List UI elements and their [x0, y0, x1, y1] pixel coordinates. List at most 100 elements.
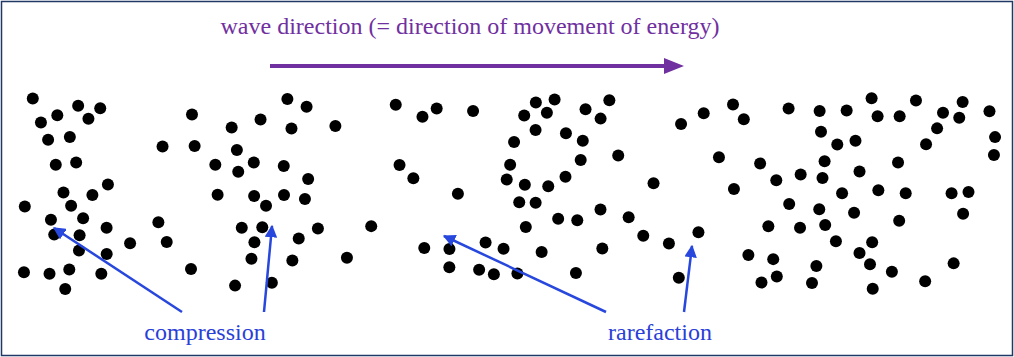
- particle: [742, 249, 754, 261]
- leader-lines: [54, 226, 692, 312]
- particle: [157, 140, 169, 152]
- particle: [692, 226, 704, 238]
- particle: [124, 237, 136, 249]
- particle: [815, 126, 827, 138]
- particle: [849, 135, 861, 147]
- particle: [893, 215, 905, 227]
- particle: [480, 236, 492, 248]
- particle: [957, 208, 969, 220]
- particle: [27, 92, 39, 104]
- compression-label: compression: [144, 319, 265, 345]
- particle: [841, 105, 853, 117]
- particle: [988, 149, 1000, 161]
- particle: [232, 166, 244, 178]
- particle: [559, 171, 571, 183]
- particle: [501, 174, 513, 186]
- particle: [795, 169, 807, 181]
- particle: [95, 268, 107, 280]
- direction-arrow: [270, 64, 668, 68]
- particle: [74, 229, 86, 241]
- particle: [18, 266, 30, 278]
- particle: [260, 200, 272, 212]
- particle: [518, 109, 530, 121]
- particle: [900, 187, 912, 199]
- particle: [983, 105, 995, 117]
- particle: [549, 93, 561, 105]
- direction-arrowhead: [664, 58, 684, 74]
- particle: [520, 221, 532, 233]
- particle: [281, 93, 293, 105]
- particle: [727, 99, 739, 111]
- particles: [18, 92, 1001, 295]
- particle: [341, 252, 353, 264]
- particle: [77, 212, 89, 224]
- particle: [365, 220, 377, 232]
- particle: [675, 118, 687, 130]
- wave-direction-label: wave direction (= direction of movement …: [221, 13, 720, 39]
- leader-line: [264, 226, 272, 312]
- particle: [603, 94, 615, 106]
- particle: [431, 103, 443, 115]
- particle: [255, 114, 267, 126]
- particle: [830, 235, 842, 247]
- particle: [571, 214, 583, 226]
- particle: [814, 105, 826, 117]
- particle: [50, 159, 62, 171]
- particle: [867, 283, 879, 295]
- particle: [962, 186, 974, 198]
- particle: [452, 188, 464, 200]
- particle: [530, 197, 542, 209]
- particle: [770, 174, 782, 186]
- particle: [831, 138, 843, 150]
- particle: [94, 102, 106, 114]
- particle: [64, 131, 76, 143]
- particle: [648, 177, 660, 189]
- particle: [813, 203, 825, 215]
- particle: [59, 283, 71, 295]
- particle: [637, 230, 649, 242]
- particle: [390, 99, 402, 111]
- particle: [407, 172, 419, 184]
- particle: [560, 127, 572, 139]
- particle: [783, 102, 795, 114]
- particle: [848, 207, 860, 219]
- particle: [82, 113, 94, 125]
- particle: [248, 156, 260, 168]
- rarefaction-label: rarefaction: [608, 319, 712, 345]
- particle: [783, 198, 795, 210]
- particle: [663, 237, 675, 249]
- particle: [229, 280, 241, 292]
- particle: [623, 211, 635, 223]
- particle: [771, 271, 783, 283]
- particle: [886, 266, 898, 278]
- particle: [285, 123, 297, 135]
- particle: [754, 157, 766, 169]
- particle: [738, 113, 750, 125]
- particle: [713, 151, 725, 163]
- particle: [467, 105, 479, 117]
- particle: [946, 187, 958, 199]
- particle: [552, 213, 564, 225]
- particle: [892, 156, 904, 168]
- particle: [45, 214, 57, 226]
- particle: [248, 190, 260, 202]
- particle: [596, 242, 608, 254]
- particle: [189, 140, 201, 152]
- particle: [894, 110, 906, 122]
- particle: [102, 179, 114, 191]
- particle: [329, 120, 341, 132]
- particle: [101, 222, 113, 234]
- particle: [312, 222, 324, 234]
- particle: [286, 254, 298, 266]
- particle: [580, 103, 592, 115]
- particle: [278, 189, 290, 201]
- particle: [70, 157, 82, 169]
- particle: [575, 154, 587, 166]
- particle: [866, 236, 878, 248]
- particle: [836, 187, 848, 199]
- particle: [594, 203, 606, 215]
- particle: [293, 232, 305, 244]
- particle: [72, 100, 84, 112]
- particle: [231, 144, 243, 156]
